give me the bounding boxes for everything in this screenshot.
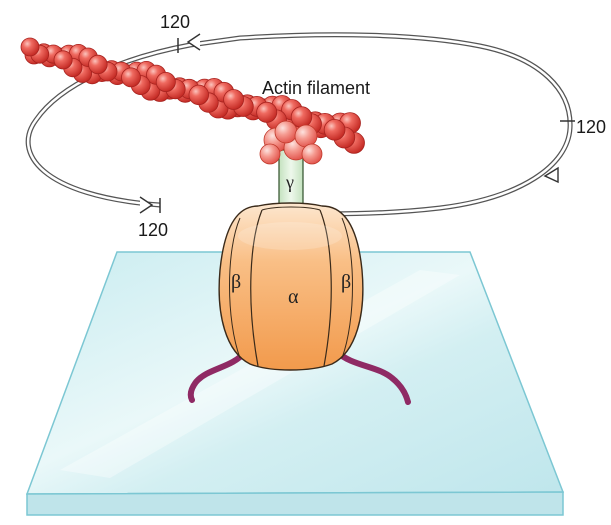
actin-filament-label: Actin filament (262, 78, 370, 98)
actin-bead (155, 72, 176, 93)
actin-bead (256, 101, 278, 123)
alpha-label: α (288, 286, 299, 308)
angle-label-right: 120 (576, 117, 606, 137)
rotation-path (25, 32, 575, 217)
actin-attachment-bead (301, 143, 323, 165)
anchor-tails (187, 349, 411, 405)
beta-left-label: β (231, 271, 241, 293)
actin-attachment-bead (259, 143, 281, 165)
arrow-top-icon (186, 33, 201, 51)
actin-bead (20, 37, 40, 57)
actin-bead (323, 119, 346, 141)
arrow-left-icon (139, 196, 154, 214)
labels: Actin filament 120 120 120 γ β α β (138, 12, 606, 308)
actin-bead (188, 84, 210, 106)
actin-attachment-bead (294, 124, 318, 148)
actin-bead (88, 54, 108, 75)
arrow-right-icon (543, 166, 559, 184)
angle-label-top: 120 (160, 12, 190, 32)
f1-hexamer (218, 202, 364, 371)
angle-label-left: 120 (138, 220, 168, 240)
gamma-label: γ (285, 172, 294, 192)
actin-bead (121, 67, 141, 88)
actin-bead (223, 89, 245, 110)
actin-bead (53, 50, 73, 70)
beta-right-label: β (341, 271, 351, 293)
actin-attachment-bead (274, 120, 298, 144)
actin-filament (20, 37, 365, 165)
